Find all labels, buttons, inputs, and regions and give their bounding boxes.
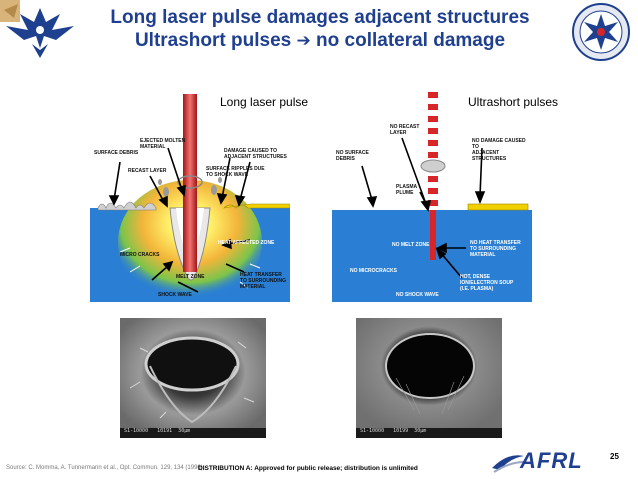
label-no-heat-transfer: No heat transfer to surrounding material xyxy=(470,240,521,258)
sem-image-ultrashort-picture xyxy=(356,318,502,438)
label-surface-ripples: Surface ripples due to shock wave xyxy=(206,166,265,178)
distribution-statement: DISTRIBUTION A: Approved for public rele… xyxy=(198,465,418,472)
label-recast-layer: Recast layer xyxy=(128,168,167,174)
sem-image-long-pulse-picture xyxy=(120,318,266,438)
ultrashort-pulse-illustration xyxy=(332,92,532,302)
label-no-recast: No recast layer xyxy=(390,124,420,136)
title-line-2: Ultrashort pulses ➔ no collateral damage xyxy=(80,29,560,53)
sem-left-caption: S1-10000 10191 30μm xyxy=(124,428,191,434)
label-surface-debris: Surface debris xyxy=(94,150,139,156)
label-no-debris: No surface debris xyxy=(336,150,369,162)
source-citation: Source: C. Momma, A. Tunnermann et al., … xyxy=(6,465,203,471)
label-no-shock: No shock wave xyxy=(396,292,439,298)
label-heat-affected: Heat affected zone xyxy=(218,240,275,246)
caption-ultrashort: Ultrashort pulses xyxy=(468,95,559,109)
air-force-wings-logo xyxy=(0,0,80,62)
afrl-logo-text: AFRL xyxy=(520,448,583,473)
label-no-damage: No damage caused to adjacent structures xyxy=(472,138,526,162)
sem-image-ultrashort: S1-10000 10199 30μm xyxy=(356,318,502,438)
label-damage-adjacent: Damage caused to adjacent structures xyxy=(224,148,287,160)
title-line-2-tail: no collateral damage xyxy=(316,30,506,51)
afrl-seal-logo xyxy=(572,3,630,61)
label-plasma-plume: Plasma plume xyxy=(396,184,418,196)
right-arrow-icon: ➔ xyxy=(296,31,311,51)
label-melt-zone: Melt zone xyxy=(176,274,205,280)
label-ejected-molten: Ejected molten material xyxy=(140,138,186,150)
label-shock-wave: Shock wave xyxy=(158,292,192,298)
caption-long-pulse: Long laser pulse xyxy=(220,95,309,109)
afrl-logo: AFRL xyxy=(490,448,600,476)
title-line-1: Long laser pulse damages adjacent struct… xyxy=(110,7,530,28)
sem-right-caption: S1-10000 10199 30μm xyxy=(360,428,427,434)
afrl-swoosh-icon xyxy=(492,455,525,473)
title-line-2-text: Ultrashort pulses xyxy=(134,30,292,51)
label-heat-transfer: Heat transfer to surrounding material xyxy=(240,272,287,290)
label-micro-cracks: Micro cracks xyxy=(120,252,160,258)
long-pulse-diagram: Surface debris Ejected molten material R… xyxy=(90,92,290,302)
long-pulse-illustration xyxy=(90,94,290,302)
sem-image-long-pulse: S1-10000 10191 30μm xyxy=(120,318,266,438)
ultrashort-pulse-diagram: No recast layer No surface debris No dam… xyxy=(332,92,532,302)
label-no-melt: No melt zone xyxy=(392,242,430,248)
label-hot-dense: Hot, dense ion/electron soup (i.e. plasm… xyxy=(460,274,514,292)
slide-title: Long laser pulse damages adjacent struct… xyxy=(80,6,560,53)
page-number: 25 xyxy=(610,452,619,461)
label-no-microcracks: No microcracks xyxy=(350,268,397,274)
